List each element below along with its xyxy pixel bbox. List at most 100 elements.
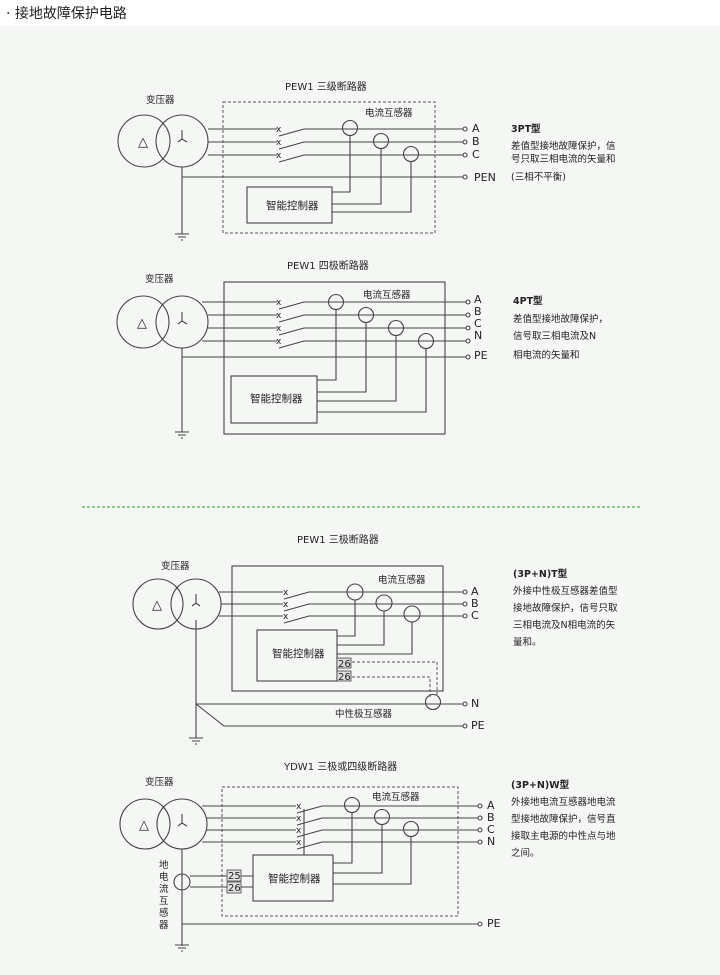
terminal-label: B bbox=[471, 597, 479, 610]
ct-coil-c bbox=[387, 319, 405, 337]
ct-label: 电流互感器 bbox=[372, 791, 420, 803]
delta-symbol: △ bbox=[138, 135, 148, 150]
desc-title: (3P+N)W型 bbox=[511, 779, 570, 791]
page-title: · 接地故障保护电路 bbox=[6, 6, 127, 22]
intelligent-controller bbox=[246, 186, 333, 224]
pin-number: 26 bbox=[228, 883, 241, 894]
terminal-pin-box bbox=[336, 670, 352, 682]
pin-number: 26 bbox=[338, 672, 351, 683]
breaker-contact-icon: x bbox=[296, 826, 302, 836]
terminal-label: A bbox=[474, 293, 482, 306]
terminal-pin-box bbox=[226, 869, 242, 882]
ct-coil-b bbox=[375, 594, 393, 612]
terminal-label: N bbox=[471, 697, 479, 710]
desc-line: 型接地故障保护，信号直 bbox=[511, 813, 616, 825]
desc-line: 差值型接地故障保护， bbox=[513, 313, 608, 325]
earth-ct-label: 地 电 流 互 感 器 bbox=[159, 859, 169, 931]
desc-title: 4PT型 bbox=[513, 295, 543, 307]
terminal-label: PE bbox=[474, 349, 488, 362]
breaker-contact-icon: x bbox=[283, 588, 289, 598]
ct-coil-c bbox=[402, 145, 420, 163]
desc-title: 3PT型 bbox=[511, 123, 541, 135]
terminal-label: A bbox=[472, 122, 480, 135]
terminal-pin-box bbox=[226, 881, 242, 894]
intelligent-controller bbox=[252, 854, 334, 902]
terminal-label: PEN bbox=[474, 171, 496, 184]
ct-coil-n bbox=[417, 332, 435, 350]
earth-ct-label-char: 流 bbox=[159, 883, 169, 895]
terminal-label: C bbox=[474, 317, 482, 330]
breaker-contact-icon: x bbox=[296, 814, 302, 824]
diagram-3pnt: PEW1 三极断路器 变压器 △ 电流互感器 x x x 智能控制器 bbox=[132, 533, 618, 745]
terminals: A B C N PE bbox=[462, 585, 485, 732]
intelligent-controller bbox=[256, 629, 338, 682]
terminal-label: C bbox=[471, 609, 479, 622]
desc-line: 号只取三相电流的矢量和 bbox=[511, 153, 616, 165]
diagram-3pt: PEW1 三级断路器 变压器 △ 电流互感器 x x x 智能控制器 bbox=[117, 80, 616, 241]
breaker-contact-icon: x bbox=[283, 612, 289, 622]
description: 4PT型 差值型接地故障保护， 信号取三相电流及N 相电流的矢量和 bbox=[513, 295, 608, 361]
ct-coil-a bbox=[327, 293, 345, 311]
breaker-contact-icon: x bbox=[276, 151, 282, 161]
breaker-contact-icon: x bbox=[276, 138, 282, 148]
desc-line: 之间。 bbox=[511, 847, 540, 859]
terminal-label: C bbox=[487, 823, 495, 836]
neutral-ct-coil bbox=[424, 693, 442, 711]
desc-title: (3P+N)T型 bbox=[513, 568, 568, 580]
transformer-label: 变压器 bbox=[145, 776, 174, 788]
terminals: A B C N PE bbox=[465, 293, 488, 362]
pin-number: 26 bbox=[338, 659, 351, 670]
description: 3PT型 差值型接地故障保护，信 号只取三相电流的矢量和 (三相不平衡) bbox=[511, 123, 616, 183]
terminal-label: N bbox=[487, 835, 495, 848]
earth-ct-label-char: 电 bbox=[159, 871, 169, 883]
diagram-title: PEW1 三极断路器 bbox=[297, 533, 379, 546]
transformer-icon: △ bbox=[132, 578, 222, 630]
terminal-label: A bbox=[471, 585, 479, 598]
ct-label: 电流互感器 bbox=[378, 574, 426, 586]
desc-line: 量和。 bbox=[513, 637, 542, 648]
ground-icon bbox=[175, 944, 189, 952]
ground-icon bbox=[189, 737, 203, 745]
desc-line: 外接地电流互感器地电流 bbox=[511, 796, 616, 808]
breaker-enclosure bbox=[221, 786, 459, 917]
ground-icon bbox=[175, 431, 189, 439]
pin-number: 25 bbox=[228, 871, 241, 882]
page-header: · 接地故障保护电路 bbox=[0, 0, 720, 26]
ct-coil-b bbox=[373, 808, 391, 826]
diagram-title: PEW1 四极断路器 bbox=[287, 259, 369, 272]
terminal-label: PE bbox=[471, 719, 485, 732]
neutral-ct-label: 中性极互感器 bbox=[335, 708, 393, 720]
terminal-label: N bbox=[474, 329, 482, 342]
desc-line: 三相电流及N相电流的矢 bbox=[513, 619, 616, 631]
delta-symbol: △ bbox=[152, 598, 162, 613]
desc-line: 差值型接地故障保护，信 bbox=[511, 140, 616, 152]
controller-label: 智能控制器 bbox=[272, 647, 325, 660]
terminals: A B C N PE bbox=[477, 799, 501, 930]
phase-lines bbox=[181, 805, 478, 946]
controller-label: 智能控制器 bbox=[250, 392, 303, 405]
desc-line: 信号取三相电流及N bbox=[513, 330, 596, 342]
ct-coil-b bbox=[372, 132, 390, 150]
diagram-title: PEW1 三级断路器 bbox=[285, 80, 367, 93]
delta-symbol: △ bbox=[137, 316, 147, 331]
earth-ct-label-char: 器 bbox=[159, 920, 169, 931]
phase-lines bbox=[181, 301, 466, 432]
ct-coil-c bbox=[402, 820, 420, 838]
breaker-contact-icon: x bbox=[283, 600, 289, 610]
breaker-contact-icon: x bbox=[276, 337, 282, 347]
breaker-contact-icon: x bbox=[276, 311, 282, 321]
desc-line: 接取主电源的中性点与地 bbox=[511, 830, 616, 842]
diagram-title: YDW1 三极或四级断路器 bbox=[283, 760, 397, 773]
breaker-contact-icon: x bbox=[276, 298, 282, 308]
earth-ct-label-char: 感 bbox=[159, 907, 169, 919]
transformer-icon: △ bbox=[119, 798, 208, 850]
ct-label: 电流互感器 bbox=[363, 289, 411, 301]
terminal-pin-box bbox=[336, 657, 352, 669]
terminal-label: B bbox=[472, 135, 480, 148]
diagram-4pt: PEW1 四极断路器 变压器 △ 电流互感器 x x x x bbox=[116, 259, 608, 439]
delta-symbol: △ bbox=[139, 818, 149, 833]
terminal-label: B bbox=[487, 811, 495, 824]
circuit-diagrams: PEW1 三级断路器 变压器 △ 电流互感器 x x x 智能控制器 bbox=[82, 80, 640, 952]
ct-coil-a bbox=[341, 119, 359, 137]
terminal-label: A bbox=[487, 799, 495, 812]
